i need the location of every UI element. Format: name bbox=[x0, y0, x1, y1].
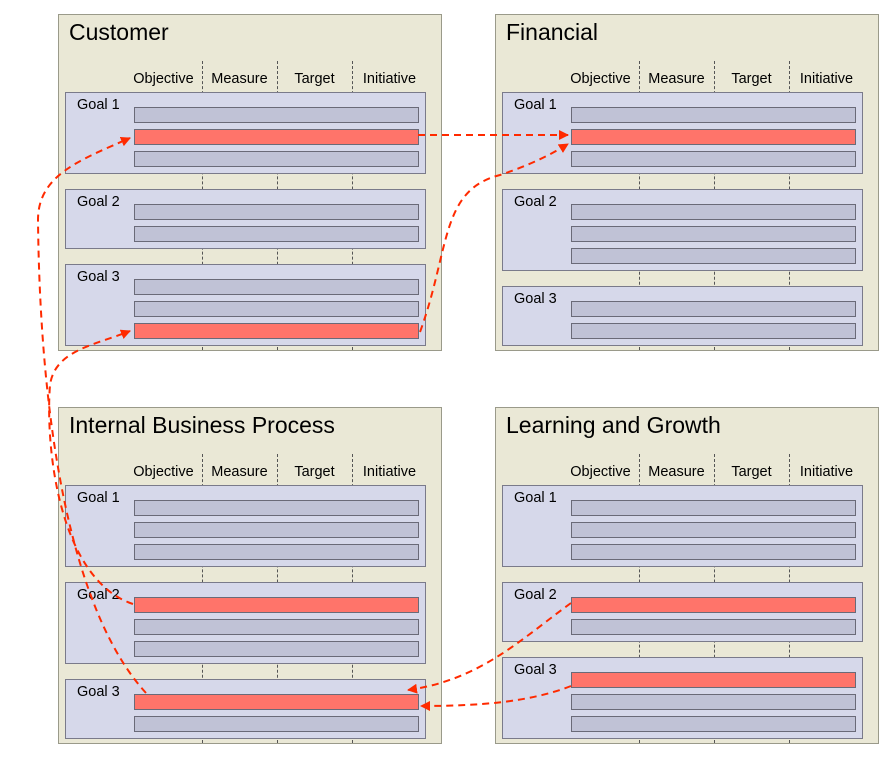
objective-row[interactable] bbox=[571, 522, 856, 538]
objective-row[interactable] bbox=[134, 226, 419, 242]
goal-box: Goal 2 bbox=[502, 189, 863, 271]
objective-row-highlighted[interactable] bbox=[134, 694, 419, 710]
objective-row[interactable] bbox=[134, 500, 419, 516]
objective-row[interactable] bbox=[134, 107, 419, 123]
column-header-initiative: Initiative bbox=[799, 464, 854, 480]
objective-row[interactable] bbox=[571, 204, 856, 220]
goal-box: Goal 2 bbox=[65, 582, 426, 664]
objective-row-highlighted[interactable] bbox=[134, 323, 419, 339]
panel-title: Learning and Growth bbox=[506, 412, 721, 438]
goal-label: Goal 2 bbox=[514, 194, 557, 210]
goal-label: Goal 3 bbox=[514, 291, 557, 307]
column-header-initiative: Initiative bbox=[799, 71, 854, 87]
goal-label: Goal 1 bbox=[77, 490, 120, 506]
goal-label: Goal 2 bbox=[77, 194, 120, 210]
column-header-measure: Measure bbox=[211, 71, 268, 87]
column-header-measure: Measure bbox=[648, 71, 705, 87]
objective-row[interactable] bbox=[134, 522, 419, 538]
objective-row[interactable] bbox=[571, 107, 856, 123]
objective-row[interactable] bbox=[571, 716, 856, 732]
goal-label: Goal 1 bbox=[514, 97, 557, 113]
goal-label: Goal 1 bbox=[514, 490, 557, 506]
column-header-target: Target bbox=[294, 71, 335, 87]
objective-row[interactable] bbox=[571, 301, 856, 317]
objective-row-highlighted[interactable] bbox=[134, 129, 419, 145]
goal-box: Goal 1 bbox=[65, 485, 426, 567]
objective-row-highlighted[interactable] bbox=[571, 597, 856, 613]
objective-row[interactable] bbox=[571, 619, 856, 635]
objective-row[interactable] bbox=[571, 694, 856, 710]
goal-label: Goal 3 bbox=[514, 662, 557, 678]
column-header-measure: Measure bbox=[648, 464, 705, 480]
goal-box: Goal 3 bbox=[65, 679, 426, 739]
objective-row[interactable] bbox=[571, 544, 856, 560]
column-header-objective: Objective bbox=[133, 464, 194, 480]
panel-title: Financial bbox=[506, 19, 599, 45]
goal-box: Goal 2 bbox=[65, 189, 426, 249]
objective-row-highlighted[interactable] bbox=[134, 597, 419, 613]
objective-row[interactable] bbox=[134, 619, 419, 635]
objective-row-highlighted[interactable] bbox=[571, 672, 856, 688]
goal-label: Goal 2 bbox=[514, 587, 557, 603]
goal-box: Goal 3 bbox=[502, 657, 863, 739]
objective-row[interactable] bbox=[134, 544, 419, 560]
panel-title: Internal Business Process bbox=[69, 412, 335, 438]
objective-row-highlighted[interactable] bbox=[571, 129, 856, 145]
goal-box: Goal 2 bbox=[502, 582, 863, 642]
objective-row[interactable] bbox=[571, 248, 856, 264]
goal-box: Goal 3 bbox=[65, 264, 426, 346]
objective-row[interactable] bbox=[571, 226, 856, 242]
goal-label: Goal 3 bbox=[77, 684, 120, 700]
goal-box: Goal 1 bbox=[502, 485, 863, 567]
objective-row[interactable] bbox=[134, 641, 419, 657]
goal-label: Goal 2 bbox=[77, 587, 120, 603]
objective-row[interactable] bbox=[571, 151, 856, 167]
objective-row[interactable] bbox=[134, 151, 419, 167]
objective-row[interactable] bbox=[571, 500, 856, 516]
column-header-initiative: Initiative bbox=[362, 464, 417, 480]
objective-row[interactable] bbox=[134, 279, 419, 295]
goal-box: Goal 1 bbox=[502, 92, 863, 174]
goal-box: Goal 3 bbox=[502, 286, 863, 346]
column-header-objective: Objective bbox=[570, 71, 631, 87]
column-header-objective: Objective bbox=[133, 71, 194, 87]
goal-label: Goal 1 bbox=[77, 97, 120, 113]
column-header-target: Target bbox=[731, 464, 772, 480]
objective-row[interactable] bbox=[134, 204, 419, 220]
goal-label: Goal 3 bbox=[77, 269, 120, 285]
column-header-measure: Measure bbox=[211, 464, 268, 480]
column-header-target: Target bbox=[731, 71, 772, 87]
objective-row[interactable] bbox=[134, 716, 419, 732]
panel-title: Customer bbox=[69, 19, 169, 45]
column-header-objective: Objective bbox=[570, 464, 631, 480]
objective-row[interactable] bbox=[571, 323, 856, 339]
column-header-target: Target bbox=[294, 464, 335, 480]
objective-row[interactable] bbox=[134, 301, 419, 317]
goal-box: Goal 1 bbox=[65, 92, 426, 174]
column-header-initiative: Initiative bbox=[362, 71, 417, 87]
